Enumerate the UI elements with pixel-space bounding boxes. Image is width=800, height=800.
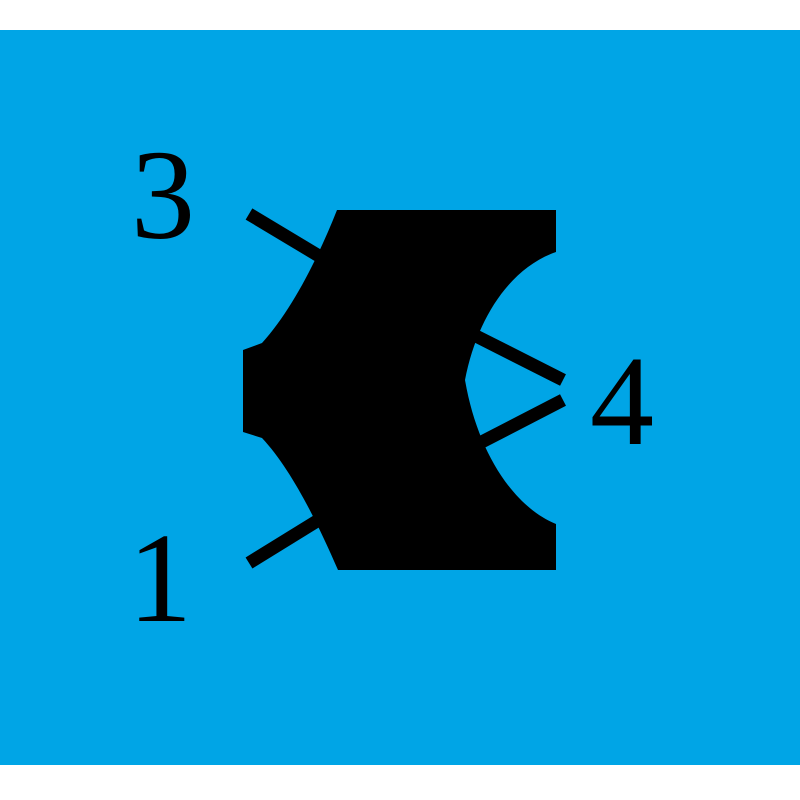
cross-section-body (243, 210, 556, 570)
leader-line-4-lower (469, 394, 566, 453)
callout-label-3: 3 (131, 124, 195, 266)
leader-line-1 (245, 507, 334, 569)
leader-line-4-upper (467, 327, 566, 386)
callout-label-4: 4 (590, 330, 654, 472)
leader-line-3 (245, 208, 338, 271)
callout-label-1: 1 (128, 507, 192, 649)
